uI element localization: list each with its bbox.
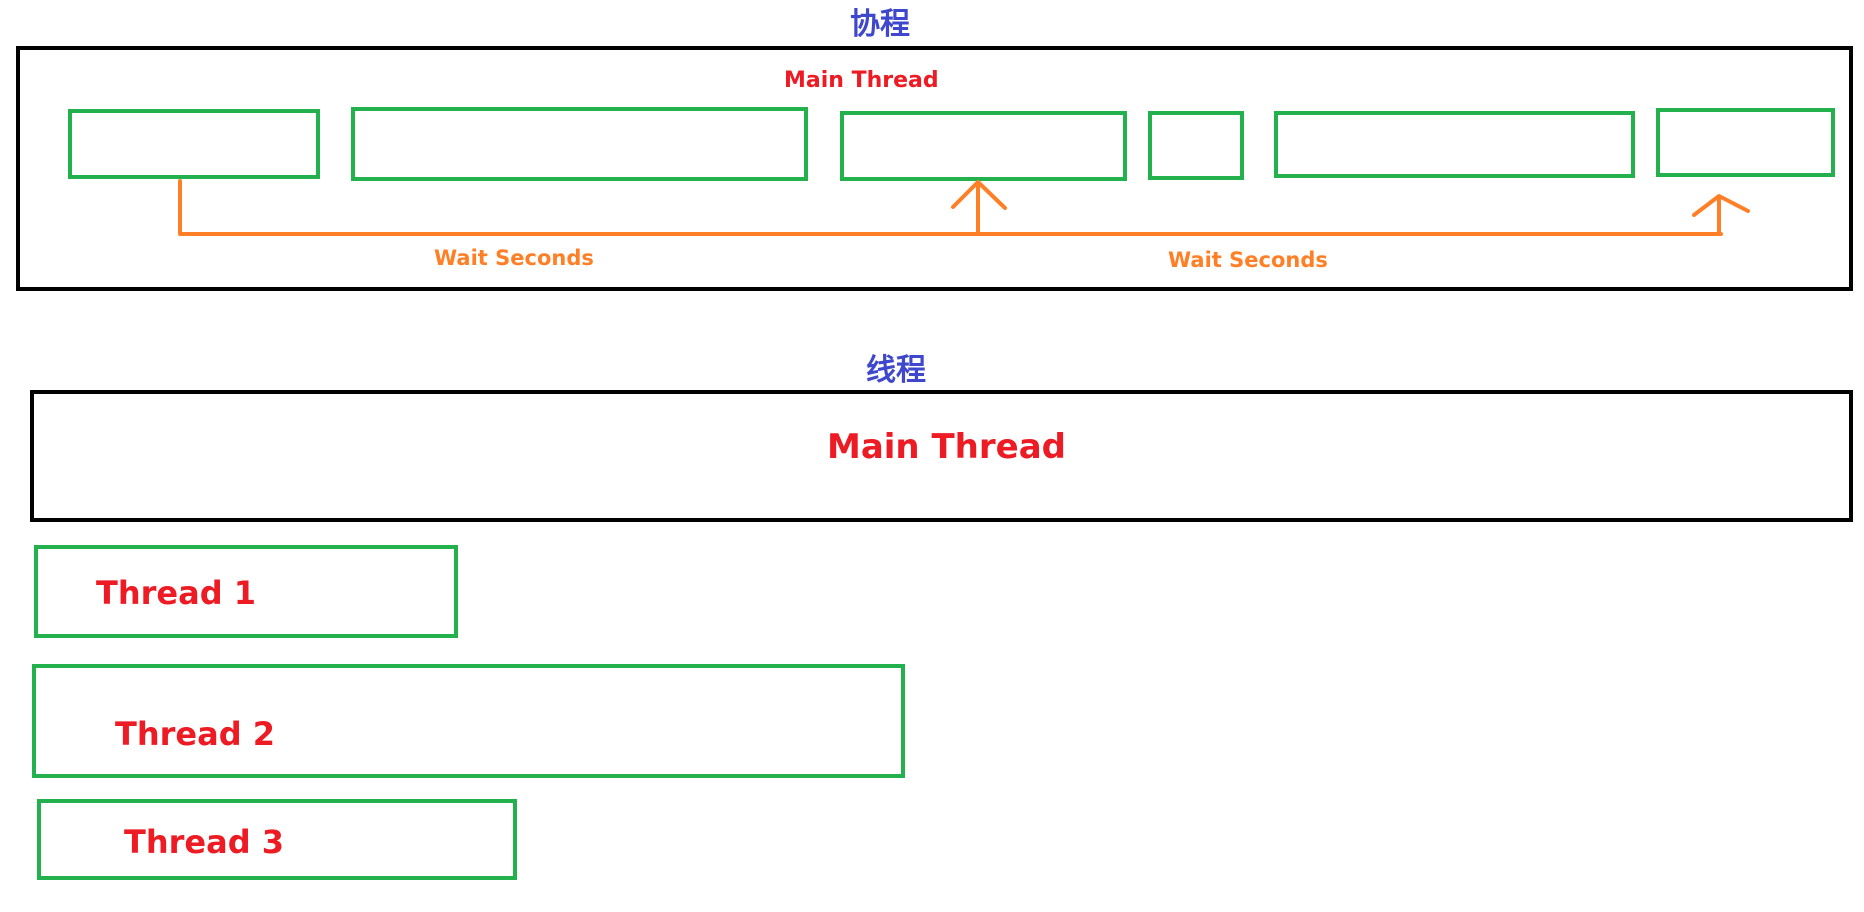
coroutine-task-box-6 [1656, 108, 1835, 177]
thread-main-frame [30, 390, 1853, 522]
thread-1-label: Thread 1 [96, 574, 256, 612]
thread-3-box [37, 799, 517, 880]
coroutine-task-box-4 [1148, 111, 1244, 180]
wait-connector-line [178, 179, 1723, 236]
coroutine-frame [16, 46, 1853, 291]
coroutine-task-box-1 [68, 109, 320, 179]
coroutine-task-box-5 [1274, 111, 1635, 178]
thread-2-label: Thread 2 [115, 715, 275, 753]
wait-seconds-label-2: Wait Seconds [1168, 248, 1328, 272]
thread-main-thread-label: Main Thread [827, 427, 1066, 467]
coroutine-main-thread-label: Main Thread [784, 68, 939, 93]
coroutine-task-box-2 [351, 107, 808, 181]
thread-3-label: Thread 3 [124, 823, 284, 861]
thread-1-box [34, 545, 458, 638]
wait-seconds-label-1: Wait Seconds [434, 246, 594, 270]
coroutine-section-title: 协程 [850, 7, 910, 42]
thread-section-title: 线程 [866, 353, 926, 388]
wait-arrow-1-head [951, 180, 1007, 210]
coroutine-task-box-3 [840, 111, 1127, 181]
wait-arrow-2-head [1692, 194, 1750, 217]
thread-2-box [32, 664, 905, 778]
